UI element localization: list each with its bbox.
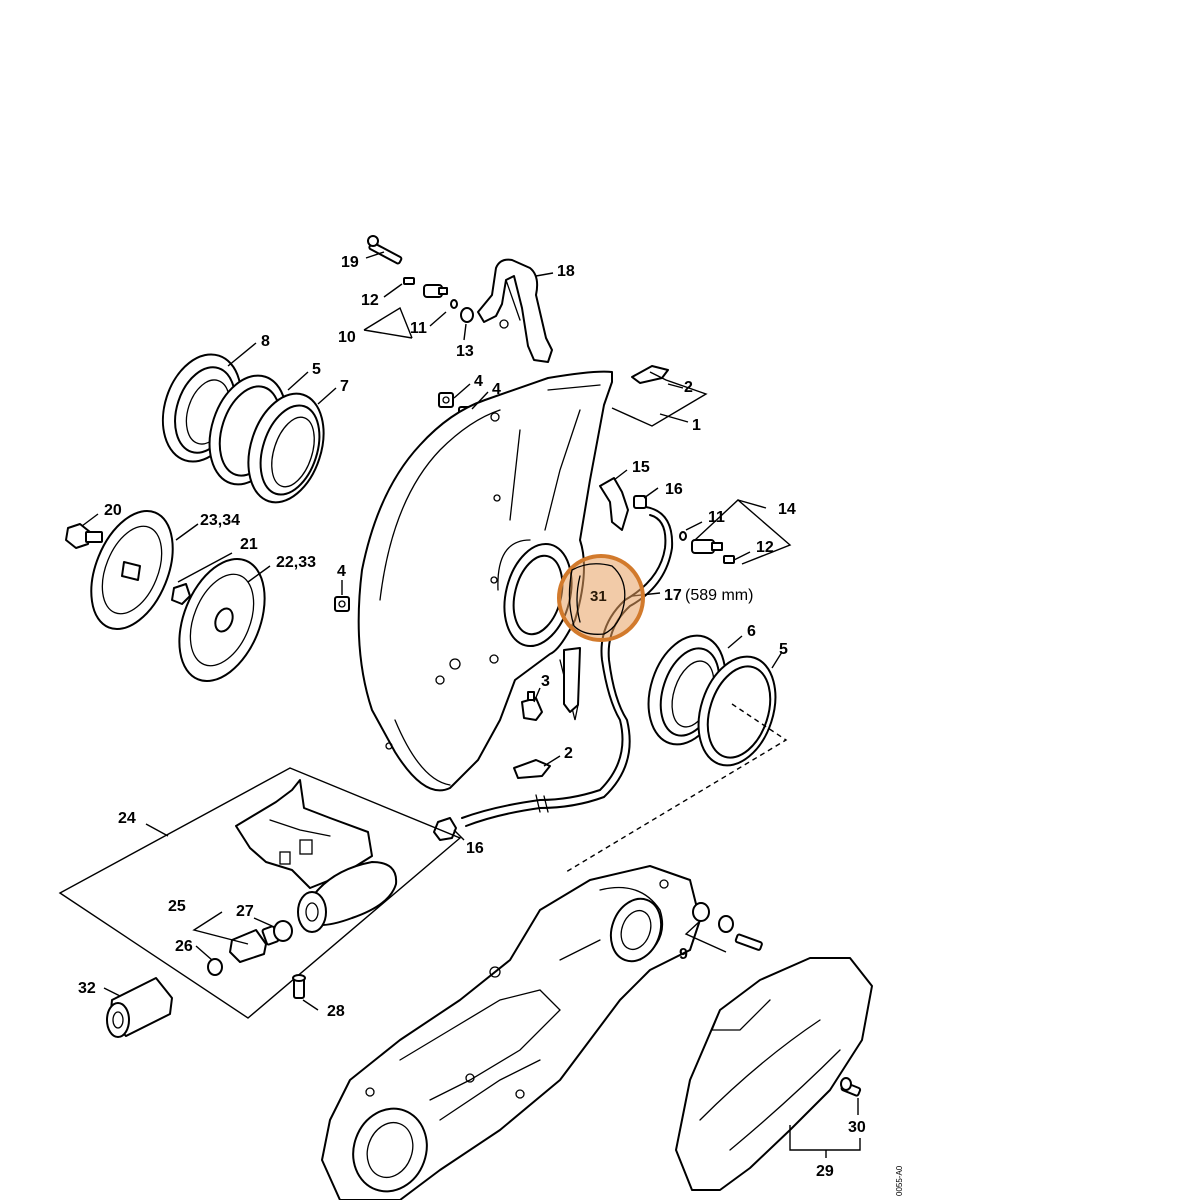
- callout-10[interactable]: 10: [338, 329, 356, 346]
- callout-30[interactable]: 30: [848, 1119, 866, 1136]
- callout-2-lower[interactable]: 2: [564, 745, 573, 762]
- alignment-line-right-rings: [565, 703, 788, 873]
- part-16-connector-upper: [633, 495, 647, 509]
- part-24-kit-frame: [58, 767, 462, 1019]
- callout-5-upper[interactable]: 5: [312, 361, 321, 378]
- callout-16-upper[interactable]: 16: [665, 481, 683, 498]
- callout-11-top[interactable]: 11: [410, 320, 427, 337]
- callout-4-b[interactable]: 4: [492, 381, 501, 398]
- part-12-small-screw-right: [723, 555, 735, 564]
- part-20-bolt: [65, 523, 103, 549]
- callout-9[interactable]: 9: [679, 946, 688, 963]
- callout-4-c[interactable]: 4: [337, 563, 346, 580]
- callout-6[interactable]: 6: [747, 623, 756, 640]
- part-3-nozzle: [521, 691, 543, 721]
- callout-3[interactable]: 3: [541, 673, 550, 690]
- part-30-screw: [840, 1077, 862, 1097]
- callout-32[interactable]: 32: [78, 980, 96, 997]
- callout-2-upper[interactable]: 2: [684, 379, 693, 396]
- part-19-screw: [367, 235, 403, 265]
- callout-17[interactable]: 17: [664, 587, 682, 604]
- callout-1[interactable]: 1: [692, 417, 701, 434]
- part-31-gasket: [568, 563, 626, 635]
- part-1-wheel-guard: [357, 370, 613, 792]
- callout-24[interactable]: 24: [118, 810, 136, 827]
- callout-labels: 1 2 2 3 4 4 4 5 5 6 7 8 9 10 11 11 12 12…: [78, 254, 904, 1196]
- callout-31[interactable]: 31: [590, 588, 607, 605]
- leader-lines: [81, 251, 861, 1158]
- callout-27[interactable]: 27: [236, 903, 254, 920]
- part-7-bearing-ring: [247, 392, 325, 504]
- callout-14[interactable]: 14: [778, 501, 796, 518]
- callout-18[interactable]: 18: [557, 263, 575, 280]
- callout-16-lower[interactable]: 16: [466, 840, 484, 857]
- callout-13[interactable]: 13: [456, 343, 474, 360]
- callout-23-34[interactable]: 23,34: [200, 512, 240, 529]
- callout-7[interactable]: 7: [340, 378, 349, 395]
- part-4-nut-a: [438, 392, 454, 408]
- part-13-washer: [450, 299, 474, 323]
- callout-5-right[interactable]: 5: [779, 641, 788, 658]
- part-4-nut-c: [334, 596, 350, 612]
- part-12-small-screw-top: [403, 277, 415, 285]
- part-29-cover: [675, 957, 873, 1191]
- part-2-clip-upper: [631, 365, 669, 384]
- part-11-adjust-screw-right: [679, 531, 723, 554]
- part-32-coupling: [106, 977, 173, 1038]
- callout-19[interactable]: 19: [341, 254, 359, 271]
- callout-28[interactable]: 28: [327, 1003, 345, 1020]
- part-25-fitting: [229, 925, 280, 963]
- part-28-screw: [292, 974, 306, 999]
- part-5-ring-right: [697, 655, 777, 767]
- part-11-adjust-screw-top: [423, 284, 448, 298]
- part-22-thrust-washer: [178, 557, 266, 683]
- callout-11-right[interactable]: 11: [708, 509, 725, 526]
- hose-length-note: (589 mm): [685, 587, 753, 604]
- part-15-valve: [599, 477, 629, 531]
- callout-29[interactable]: 29: [816, 1163, 834, 1180]
- part-17-water-hose: [461, 506, 674, 827]
- part-23-thrust-washer: [90, 509, 174, 631]
- callout-15[interactable]: 15: [632, 459, 650, 476]
- callout-8[interactable]: 8: [261, 333, 270, 350]
- part-2-clip-lower: [513, 759, 551, 779]
- callout-26[interactable]: 26: [175, 938, 193, 955]
- crankcase-housing: [321, 865, 701, 1200]
- drawing-code: 0055-A0: [895, 1165, 904, 1196]
- callout-21[interactable]: 21: [240, 536, 258, 553]
- callout-20[interactable]: 20: [104, 502, 122, 519]
- part-24-valve-bracket: [235, 779, 398, 933]
- part-27-o-ring: [273, 920, 293, 942]
- part-26-o-ring: [207, 958, 223, 976]
- part-21-clip: [171, 583, 191, 605]
- callout-12-top[interactable]: 12: [361, 292, 379, 309]
- callout-22-33[interactable]: 22,33: [276, 554, 316, 571]
- callout-25[interactable]: 25: [168, 898, 186, 915]
- callout-12-right[interactable]: 12: [756, 539, 774, 556]
- part-18-handle-bracket: [477, 258, 553, 363]
- callout-4-a[interactable]: 4: [474, 373, 483, 390]
- part-9-screw-set: [692, 902, 763, 951]
